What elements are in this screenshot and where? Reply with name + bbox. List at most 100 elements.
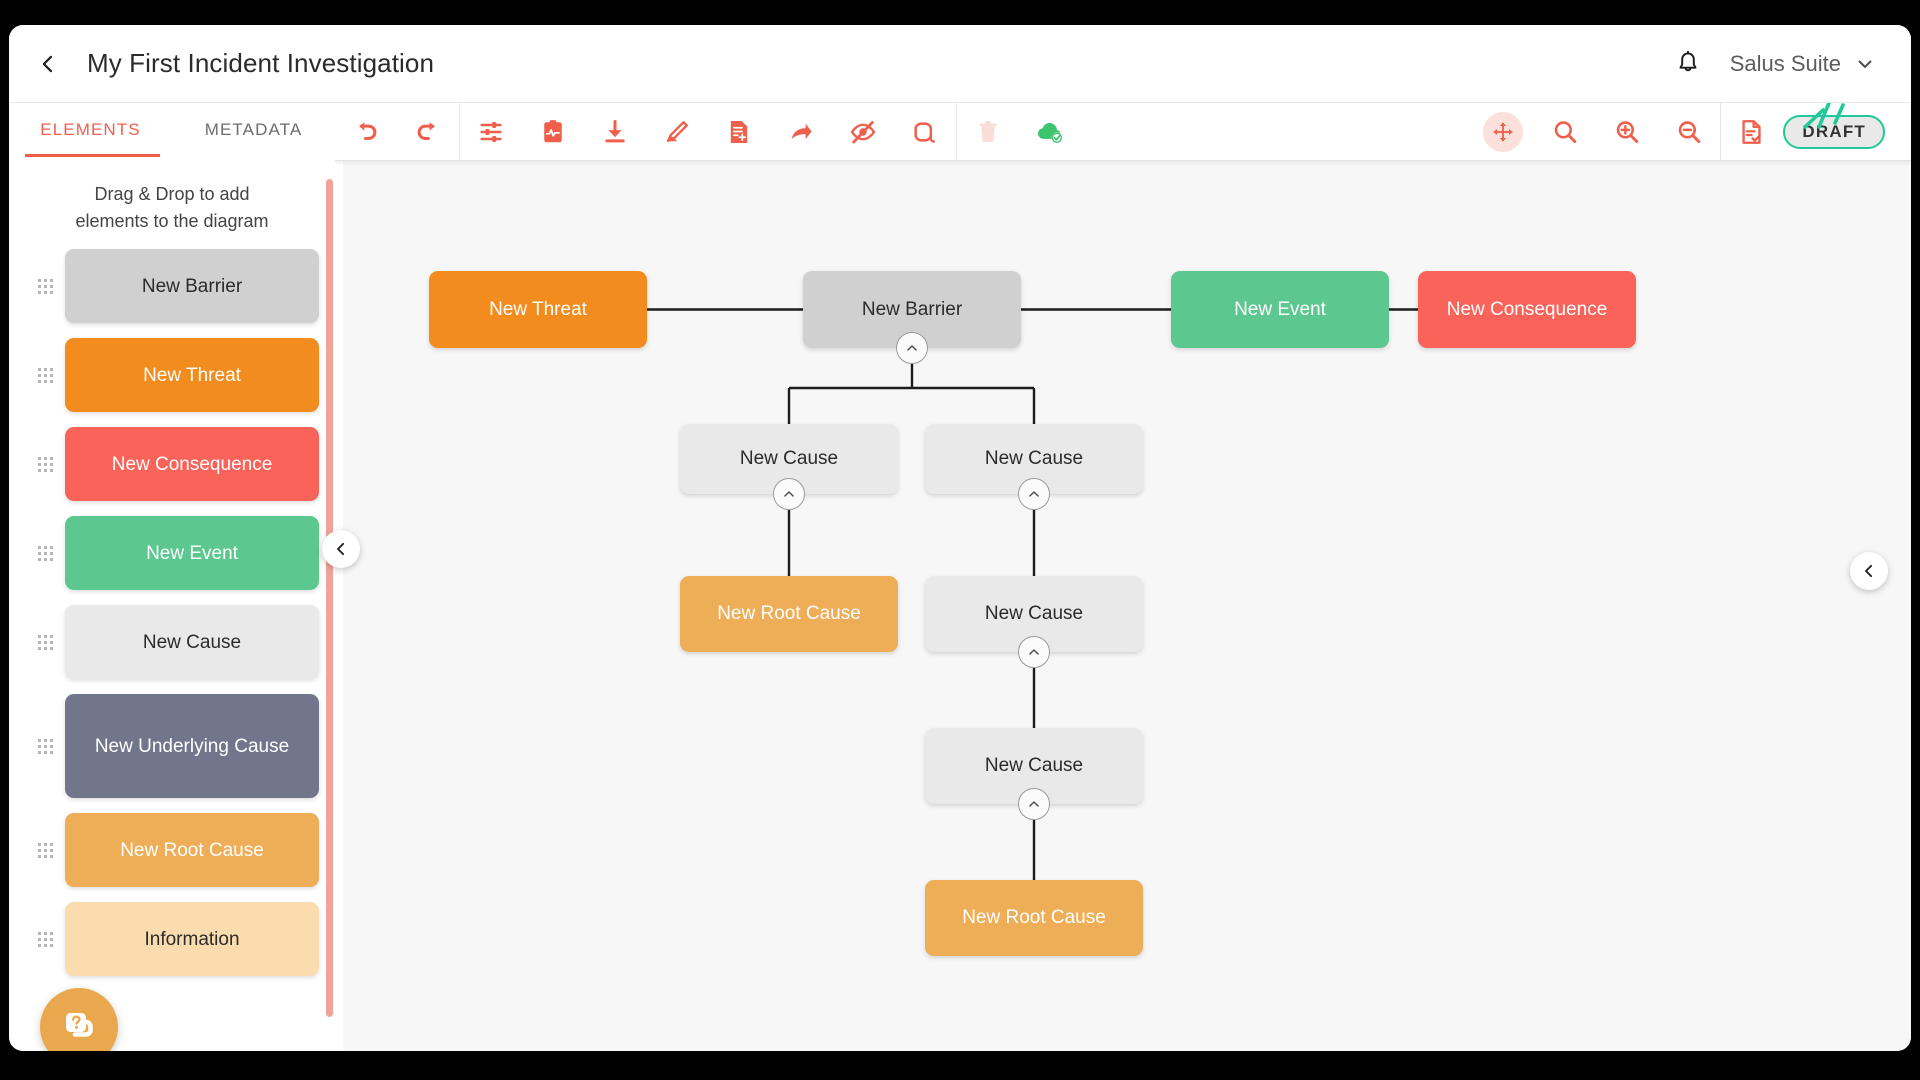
palette-card-new-underlying-cause[interactable]: New Underlying Cause [65, 694, 319, 798]
zoom-out-button[interactable] [1658, 103, 1720, 161]
palette-card-label: New Event [146, 542, 238, 564]
chevron-left-icon [337, 542, 345, 556]
diagram-node-consequence[interactable]: New Consequence [1418, 271, 1636, 348]
palette-item[interactable]: New Cause [25, 605, 319, 679]
palette-card-label: New Threat [143, 364, 241, 386]
sidebar-scrollbar-thumb[interactable] [326, 179, 333, 1017]
drag-handle-icon[interactable] [25, 278, 65, 294]
drag-handle-icon[interactable] [25, 367, 65, 383]
palette-card-label: New Underlying Cause [94, 735, 290, 757]
diagram-node-label: New Root Cause [962, 907, 1106, 928]
search-icon [1555, 120, 1577, 143]
palette-card-new-root-cause[interactable]: New Root Cause [65, 813, 319, 887]
drag-handle-icon[interactable] [25, 634, 65, 650]
toolbar-view-group [1472, 103, 1720, 160]
palette-card-information[interactable]: Information [65, 902, 319, 976]
account-menu[interactable]: Salus Suite [1730, 51, 1875, 77]
help-button[interactable] [40, 988, 118, 1051]
drag-handle-icon[interactable] [25, 738, 65, 754]
search-button[interactable] [1534, 103, 1596, 161]
app-header: My First Incident Investigation Salus Su… [9, 25, 1911, 103]
sidebar-tabs: ELEMENTS METADATA [9, 103, 335, 157]
diagram-node-root-a[interactable]: New Root Cause [680, 576, 898, 652]
status-document-button[interactable] [1721, 103, 1783, 161]
toolbar-history-group [335, 103, 459, 160]
collapse-toggle-cause-b1[interactable] [1018, 478, 1050, 510]
palette-item[interactable]: New Underlying Cause [25, 694, 319, 798]
edit-pencil-icon [666, 120, 688, 142]
diagram-node-event[interactable]: New Event [1171, 271, 1389, 348]
chevron-up-icon [907, 345, 917, 351]
diagram-node-label: New Event [1234, 298, 1326, 320]
tab-elements[interactable]: ELEMENTS [9, 103, 172, 157]
diagram-node-label: New Consequence [1446, 298, 1608, 320]
download-icon [605, 119, 625, 142]
sidebar-scrollbar[interactable] [323, 157, 335, 1051]
palette-card-new-consequence[interactable]: New Consequence [65, 427, 319, 501]
palette-item[interactable]: New Consequence [25, 427, 319, 501]
report-chart-button[interactable] [522, 103, 584, 161]
toolbar-status-group [957, 103, 1081, 160]
palette-item[interactable]: New Barrier [25, 249, 319, 323]
page-title: My First Incident Investigation [87, 48, 435, 78]
toolbar-divider [1720, 103, 1722, 160]
palette-card-new-event[interactable]: New Event [65, 516, 319, 590]
hide-button[interactable] [832, 103, 894, 161]
undo-button[interactable] [335, 103, 397, 161]
palette-card-new-threat[interactable]: New Threat [65, 338, 319, 412]
draft-status-badge[interactable]: DRAFT [1783, 114, 1885, 149]
palette-card-label: New Consequence [111, 453, 273, 475]
diagram-node-label: New Threat [489, 298, 587, 320]
diagram-node-threat[interactable]: New Threat [429, 271, 647, 348]
pan-button[interactable] [1472, 103, 1534, 161]
add-document-button[interactable] [708, 103, 770, 161]
collapse-toggle-cause-a1[interactable] [773, 478, 805, 510]
delete-button[interactable] [957, 103, 1019, 161]
drag-handle-icon[interactable] [25, 931, 65, 947]
collapse-right-panel-button[interactable] [1850, 552, 1888, 590]
palette-item[interactable]: New Event [25, 516, 319, 590]
delete-trash-icon [979, 120, 997, 142]
share-button[interactable] [770, 103, 832, 161]
diagram-edges [647, 308, 1418, 880]
toolbar-actions-group [460, 103, 956, 160]
add-document-icon [730, 120, 748, 143]
settings-sliders-icon [480, 121, 502, 142]
palette-item[interactable]: New Threat [25, 338, 319, 412]
drag-handle-icon[interactable] [25, 842, 65, 858]
palette-card-new-barrier[interactable]: New Barrier [65, 249, 319, 323]
drag-handle-icon[interactable] [25, 545, 65, 561]
zoom-in-button[interactable] [1596, 103, 1658, 161]
diagram-canvas[interactable]: New Threat New Barrier New Event New Conseq… [343, 161, 1911, 1051]
palette-item[interactable]: Information [25, 902, 319, 976]
collapse-left-panel-button[interactable] [322, 530, 360, 568]
palette-card-label: New Barrier [141, 275, 243, 297]
palette-item[interactable]: New Root Cause [25, 813, 319, 887]
cloud-saved-button[interactable] [1019, 103, 1081, 161]
diagram-toolbar: DRAFT [335, 100, 1911, 161]
download-button[interactable] [584, 103, 646, 161]
palette-card-new-cause[interactable]: New Cause [65, 605, 319, 679]
draft-status-group: DRAFT [1721, 100, 1911, 161]
toolbar-divider [459, 103, 460, 160]
chevron-up-icon [784, 491, 794, 497]
diagram-node-root-b[interactable]: New Root Cause [925, 880, 1143, 956]
collapse-toggle-cause-b2[interactable] [1018, 636, 1050, 668]
header-right-group: Salus Suite [1668, 44, 1911, 84]
chevron-up-icon [1029, 491, 1039, 497]
collapse-toggle-barrier[interactable] [896, 332, 928, 364]
attachment-button[interactable] [894, 103, 956, 161]
collapse-toggle-cause-b3[interactable] [1018, 788, 1050, 820]
toolbar-divider [956, 103, 957, 160]
drag-handle-icon[interactable] [25, 456, 65, 472]
edit-pencil-button[interactable] [646, 103, 708, 161]
cloud-saved-icon [1038, 122, 1063, 143]
back-button[interactable] [25, 41, 71, 87]
settings-sliders-button[interactable] [460, 103, 522, 161]
tab-metadata[interactable]: METADATA [172, 103, 335, 157]
redo-button[interactable] [397, 103, 459, 161]
notifications-button[interactable] [1668, 44, 1708, 84]
hide-eye-icon [850, 120, 876, 143]
attachment-icon [914, 121, 936, 143]
diagram-node-label: New Barrier [861, 298, 963, 320]
